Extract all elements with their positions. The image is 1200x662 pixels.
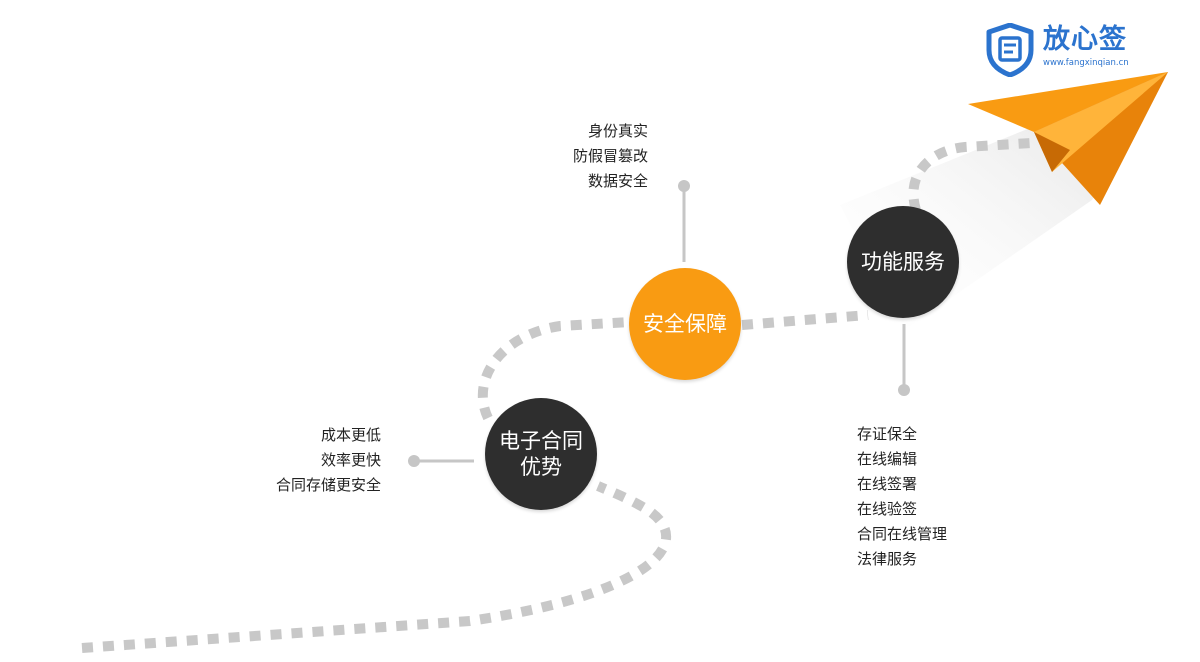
journey-path	[908, 138, 1033, 212]
list-item: 法律服务	[857, 550, 918, 568]
list-item: 在线验签	[857, 500, 918, 518]
list-item: 身份真实	[587, 122, 648, 140]
list-item: 合同存储更安全	[275, 476, 381, 494]
list-item: 合同在线管理	[857, 525, 948, 543]
journey-path	[81, 481, 672, 653]
service-points: 存证保全 在线编辑 在线签署 在线验签 合同在线管理 法律服务	[857, 422, 947, 572]
journey-path	[741, 310, 869, 330]
security-points: 身份真实 防假冒篡改 数据安全	[573, 119, 648, 194]
list-item: 效率更快	[320, 451, 381, 469]
list-item: 存证保全	[857, 425, 918, 443]
brand-logo: 放心签 www.fangxinqian.cn	[985, 23, 1129, 77]
services-connector	[898, 324, 910, 396]
node-services: 功能服务	[847, 206, 959, 318]
node-security: 安全保障	[629, 268, 741, 380]
security-connector	[678, 180, 690, 262]
shield-document-icon	[986, 23, 1034, 77]
node-advantage: 电子合同 优势	[485, 398, 597, 510]
journey-path	[477, 317, 631, 421]
list-item: 防假冒篡改	[572, 147, 648, 165]
list-item: 成本更低	[320, 426, 381, 444]
brand-url: www.fangxinqian.cn	[1043, 58, 1129, 68]
paper-plane-icon	[968, 72, 1168, 205]
brand-name: 放心签	[1043, 24, 1127, 55]
advantage-points: 成本更低 效率更快 合同存储更安全	[276, 423, 381, 498]
list-item: 数据安全	[587, 172, 648, 190]
list-item: 在线签署	[857, 475, 918, 493]
list-item: 在线编辑	[857, 450, 918, 468]
advantage-connector	[408, 455, 474, 467]
